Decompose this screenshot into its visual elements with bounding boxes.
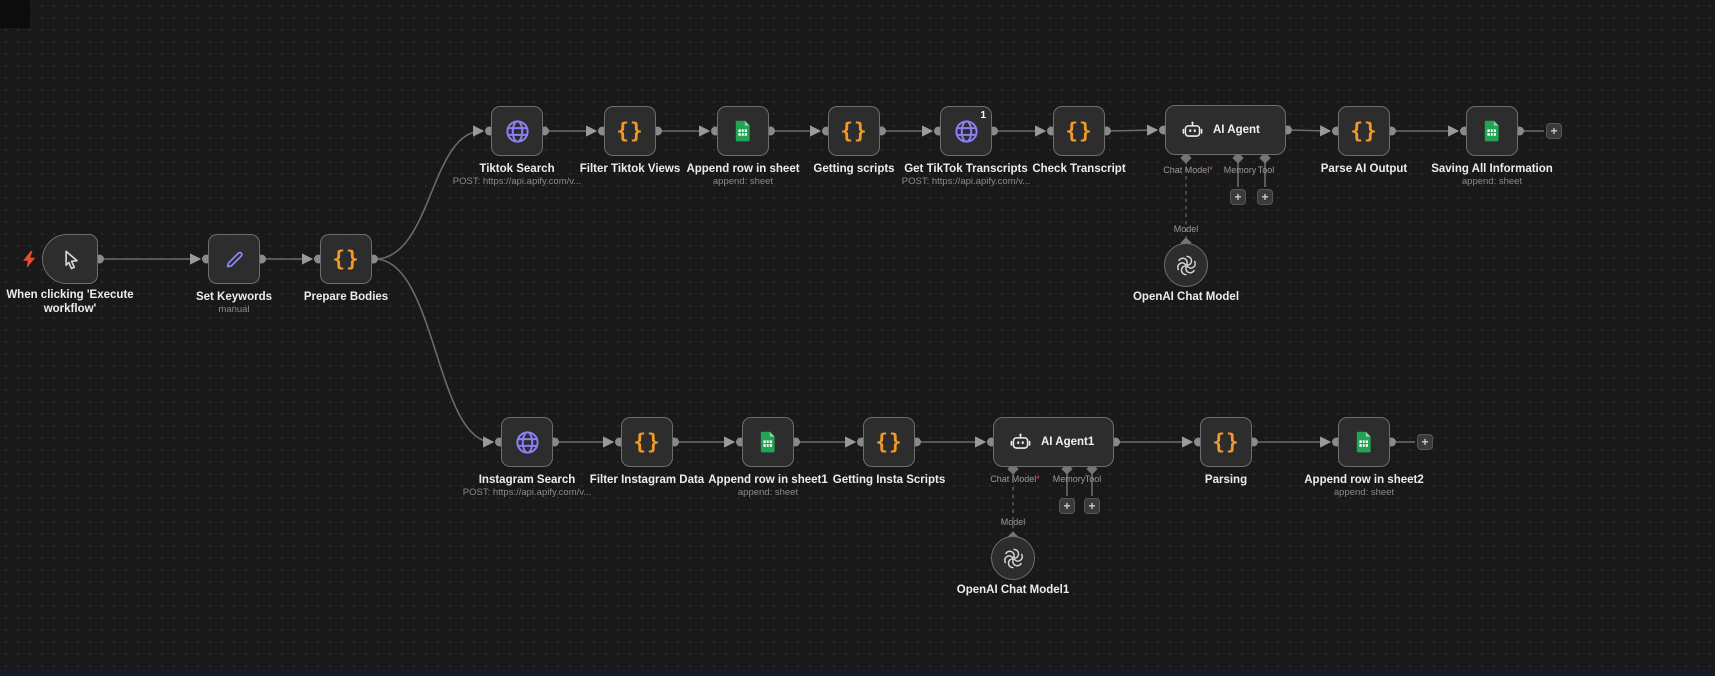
pencil-icon: [222, 247, 247, 272]
port-memory: Memory: [1052, 474, 1086, 484]
node-prepare-bodies[interactable]: {}: [320, 234, 372, 284]
canvas-corner-shade: [0, 0, 30, 28]
port-chat-model: Chat Model*: [990, 474, 1040, 484]
node-saving-all-information[interactable]: [1466, 106, 1518, 156]
node-label: Check Transcript: [1032, 163, 1126, 175]
node-label: Getting Insta Scripts: [832, 474, 946, 486]
node-instagram-search[interactable]: [501, 417, 553, 467]
node-openai-chat-model1[interactable]: [991, 536, 1035, 580]
connection-lines: [101, 124, 1544, 496]
node-append-row-in-sheet2[interactable]: [1338, 417, 1390, 467]
openai-logo-icon: [1174, 253, 1199, 278]
node-set-keywords[interactable]: [208, 234, 260, 284]
port-model: Model: [1173, 224, 1199, 234]
globe-icon: [504, 118, 531, 145]
add-next-node-button[interactable]: +: [1417, 434, 1433, 450]
port-tool: Tool: [1084, 474, 1102, 484]
code-braces-icon: {}: [1065, 118, 1093, 143]
node-getting-scripts[interactable]: {}: [828, 106, 880, 156]
node-label: Parsing: [1204, 474, 1248, 486]
node-append-row-in-sheet[interactable]: [717, 106, 769, 156]
node-label: Set Keywords: [195, 291, 273, 303]
node-inline-label: AI Agent: [1213, 124, 1260, 136]
port-model: Model: [1000, 517, 1026, 527]
port-tool: Tool: [1257, 165, 1275, 175]
node-label: Get TikTok Transcripts: [904, 163, 1028, 175]
node-subtitle: manual: [218, 304, 250, 315]
code-braces-icon: {}: [616, 118, 644, 143]
node-append-row-in-sheet1[interactable]: [742, 417, 794, 467]
node-label: When clicking 'Execute workflow': [6, 289, 134, 316]
node-filter-tiktok-views[interactable]: {}: [604, 106, 656, 156]
code-braces-icon: {}: [1212, 429, 1240, 454]
node-subtitle: POST: https://api.apify.com/v...: [452, 176, 582, 187]
node-parse-ai-output[interactable]: {}: [1338, 106, 1390, 156]
node-subtitle: append: sheet: [712, 176, 774, 187]
node-tiktok-search[interactable]: [491, 106, 543, 156]
port-memory: Memory: [1223, 165, 1257, 175]
node-inline-label: AI Agent1: [1041, 436, 1095, 448]
code-braces-icon: {}: [332, 246, 360, 271]
globe-icon: [953, 118, 980, 145]
node-label: Append row in sheet1: [708, 474, 828, 486]
node-check-transcript[interactable]: {}: [1053, 106, 1105, 156]
node-label: Saving All Information: [1431, 163, 1553, 175]
node-label: Tiktok Search: [479, 163, 555, 175]
items-count-badge: 1: [980, 110, 986, 121]
bottom-edge-bar: [0, 669, 1715, 676]
node-subtitle: append: sheet: [1461, 176, 1523, 187]
node-label: Getting scripts: [813, 163, 895, 175]
node-get-tiktok-transcripts[interactable]: 1: [940, 106, 992, 156]
node-label: OpenAI Chat Model: [1132, 291, 1240, 303]
connector-endpoints: [95, 125, 1524, 447]
node-subtitle: append: sheet: [737, 487, 799, 498]
node-openai-chat-model[interactable]: [1164, 243, 1208, 287]
execute-bolt-icon: [23, 251, 36, 268]
add-tool-button[interactable]: +: [1084, 498, 1100, 514]
node-label: Filter Instagram Data: [589, 474, 705, 486]
node-label: Filter Tiktok Views: [579, 163, 681, 175]
node-subtitle: POST: https://api.apify.com/v...: [901, 176, 1031, 187]
required-asterisk: *: [1036, 474, 1040, 484]
add-memory-button[interactable]: +: [1059, 498, 1075, 514]
node-when-clicking-execute-workflow[interactable]: [42, 234, 98, 284]
node-subtitle: append: sheet: [1333, 487, 1395, 498]
robot-icon: [1181, 119, 1204, 142]
node-label: OpenAI Chat Model1: [956, 584, 1070, 596]
code-braces-icon: {}: [840, 118, 868, 143]
node-subtitle: POST: https://api.apify.com/v...: [462, 487, 592, 498]
code-braces-icon: {}: [875, 429, 903, 454]
code-braces-icon: {}: [1350, 118, 1378, 143]
google-sheets-icon: [1352, 430, 1376, 454]
node-label: Instagram Search: [478, 474, 576, 486]
node-label: Prepare Bodies: [303, 291, 389, 303]
google-sheets-icon: [731, 119, 755, 143]
node-parsing[interactable]: {}: [1200, 417, 1252, 467]
google-sheets-icon: [1480, 119, 1504, 143]
node-ai-agent1[interactable]: AI Agent1: [993, 417, 1114, 467]
cursor-icon: [58, 247, 83, 272]
add-tool-button[interactable]: +: [1257, 189, 1273, 205]
node-filter-instagram-data[interactable]: {}: [621, 417, 673, 467]
google-sheets-icon: [756, 430, 780, 454]
globe-icon: [514, 429, 541, 456]
add-next-node-button[interactable]: +: [1546, 123, 1562, 139]
node-label: Append row in sheet: [686, 163, 800, 175]
robot-icon: [1009, 431, 1032, 454]
node-ai-agent[interactable]: AI Agent: [1165, 105, 1286, 155]
openai-logo-icon: [1001, 546, 1026, 571]
port-chat-model: Chat Model*: [1163, 165, 1213, 175]
node-label: Append row in sheet2: [1304, 474, 1424, 486]
node-label: Parse AI Output: [1320, 163, 1408, 175]
node-getting-insta-scripts[interactable]: {}: [863, 417, 915, 467]
code-braces-icon: {}: [633, 429, 661, 454]
add-memory-button[interactable]: +: [1230, 189, 1246, 205]
required-asterisk: *: [1209, 165, 1213, 175]
